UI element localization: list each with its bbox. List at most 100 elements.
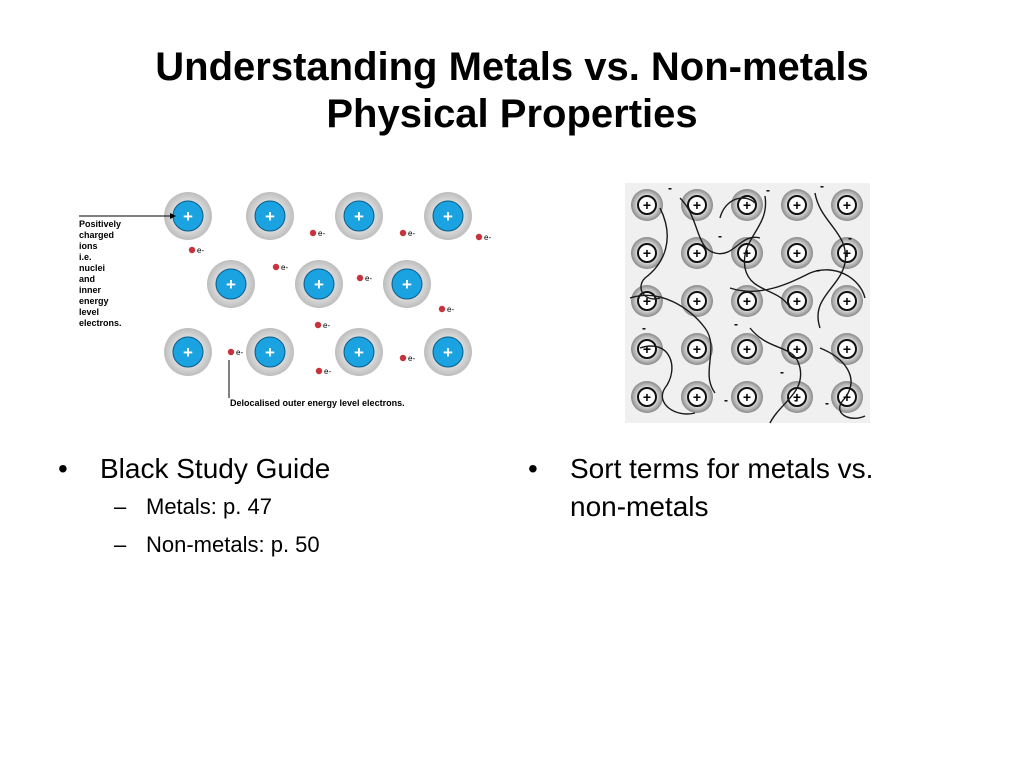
electron: e-: [272, 263, 288, 272]
ion: +: [164, 328, 212, 376]
electron-symbol: e-: [447, 305, 454, 314]
ion-symbol: +: [183, 207, 193, 226]
sea-ion: +: [781, 285, 813, 317]
sea-ion: +: [831, 189, 863, 221]
electron-label: Delocalised outer energy level electrons…: [230, 398, 405, 408]
ion: +: [335, 192, 383, 240]
ion-symbol: +: [443, 207, 453, 226]
sea-ion: +: [631, 381, 663, 413]
sea-ion: +: [831, 285, 863, 317]
sea-ion-symbol: +: [743, 341, 751, 357]
sea-electron: -: [718, 229, 722, 243]
ion-symbol: +: [354, 343, 364, 362]
sea-ion-symbol: +: [743, 245, 751, 261]
sea-electron: -: [734, 317, 738, 331]
bullet-marker: •: [58, 453, 68, 484]
slide-title: Understanding Metals vs. Non-metals Phys…: [0, 44, 1024, 138]
sea-ion-symbol: +: [643, 245, 651, 261]
ion: +: [295, 260, 343, 308]
sea-ion-symbol: +: [643, 197, 651, 213]
bullet-marker: •: [528, 453, 538, 484]
electron-path: [819, 347, 866, 419]
ion-pointer-arrow: [170, 213, 176, 219]
sea-ion-symbol: +: [743, 293, 751, 309]
right-bullet-list: • Sort terms for metals vs. non-metals: [528, 450, 968, 526]
electron: e-: [309, 229, 325, 238]
left-bullet-list: • Black Study Guide – Metals: p. 47 – No…: [58, 450, 498, 564]
sea-electron: -: [766, 183, 770, 197]
electron-symbol: e-: [318, 229, 325, 238]
electron-path: [743, 195, 791, 309]
sea-electron: -: [816, 263, 820, 277]
electron: e-: [475, 233, 491, 242]
sea-ion-symbol: +: [643, 341, 651, 357]
electron-symbol: e-: [324, 367, 331, 376]
sea-ion: +: [831, 237, 863, 269]
ion-symbol: +: [443, 343, 453, 362]
sea-ion: +: [631, 189, 663, 221]
sea-ion-symbol: +: [793, 293, 801, 309]
sea-ion: +: [681, 333, 713, 365]
electron-path: [719, 197, 756, 219]
ion: +: [383, 260, 431, 308]
sea-ion-symbol: +: [743, 197, 751, 213]
electron-path: [640, 207, 668, 300]
ion-symbol: +: [265, 207, 275, 226]
title-line-1: Understanding Metals vs. Non-metals: [155, 45, 869, 89]
ion: +: [424, 328, 472, 376]
sea-ion: +: [731, 189, 763, 221]
electron-path: [639, 345, 696, 415]
electron: e-: [399, 229, 415, 238]
sea-ion: +: [731, 237, 763, 269]
sea-ion: +: [831, 381, 863, 413]
electron: e-: [315, 367, 331, 376]
sea-electron: -: [724, 393, 728, 407]
electron-sea-diagram: +++++++++++++++++++++++++ ------------: [625, 179, 870, 424]
sea-ion-symbol: +: [793, 341, 801, 357]
electron-path: [749, 327, 802, 424]
sub-bullet-text: Non-metals: p. 50: [146, 532, 320, 557]
sea-ion-symbol: +: [693, 197, 701, 213]
sub-bullet-marker: –: [114, 532, 127, 557]
sea-ion-symbol: +: [843, 389, 851, 405]
sea-ion: +: [831, 333, 863, 365]
electron-symbol: e-: [197, 246, 204, 255]
sea-ion-symbol: +: [743, 389, 751, 405]
electron-path: [679, 197, 761, 255]
sea-ion-symbol: +: [643, 389, 651, 405]
sea-electron: -: [820, 179, 824, 193]
bullet-item: • Sort terms for metals vs. non-metals: [528, 450, 968, 526]
ion-symbol: +: [402, 275, 412, 294]
sea-ion-symbol: +: [793, 245, 801, 261]
sea-ion-symbol: +: [843, 293, 851, 309]
sea-ion: +: [731, 285, 763, 317]
sea-ion-symbol: +: [643, 293, 651, 309]
bullet-item: • Black Study Guide: [58, 450, 498, 488]
sea-ion: +: [781, 237, 813, 269]
sea-ion-symbol: +: [793, 389, 801, 405]
bullet-text-line-1: Sort terms for metals vs.: [570, 453, 874, 484]
electron: e-: [188, 246, 204, 255]
sea-ion-symbol: +: [693, 245, 701, 261]
electron: e-: [227, 348, 243, 357]
ion-symbol: +: [183, 343, 193, 362]
sea-ion: +: [631, 285, 663, 317]
ion-label: Positively charged ions i.e. nuclei and …: [79, 219, 124, 328]
sea-ion-symbol: +: [693, 293, 701, 309]
electron-symbol: e-: [236, 348, 243, 357]
sea-electron: -: [668, 181, 672, 195]
bullet-text: Black Study Guide: [100, 453, 331, 484]
sea-ion-symbol: +: [843, 341, 851, 357]
electron: e-: [399, 354, 415, 363]
ion: +: [207, 260, 255, 308]
ion: +: [246, 192, 294, 240]
sea-electron: -: [794, 393, 798, 407]
sea-ion-symbol: +: [843, 197, 851, 213]
metal-lattice-diagram: +++++++++++ e-e-e-e-e-e-e-e-e-e-e- Posit…: [79, 192, 491, 408]
ion-symbol: +: [354, 207, 364, 226]
electron-symbol: e-: [408, 354, 415, 363]
electron: e-: [356, 274, 372, 283]
bullet-text-line-2: non-metals: [570, 491, 709, 522]
electron-symbol: e-: [484, 233, 491, 242]
electron-symbol: e-: [365, 274, 372, 283]
